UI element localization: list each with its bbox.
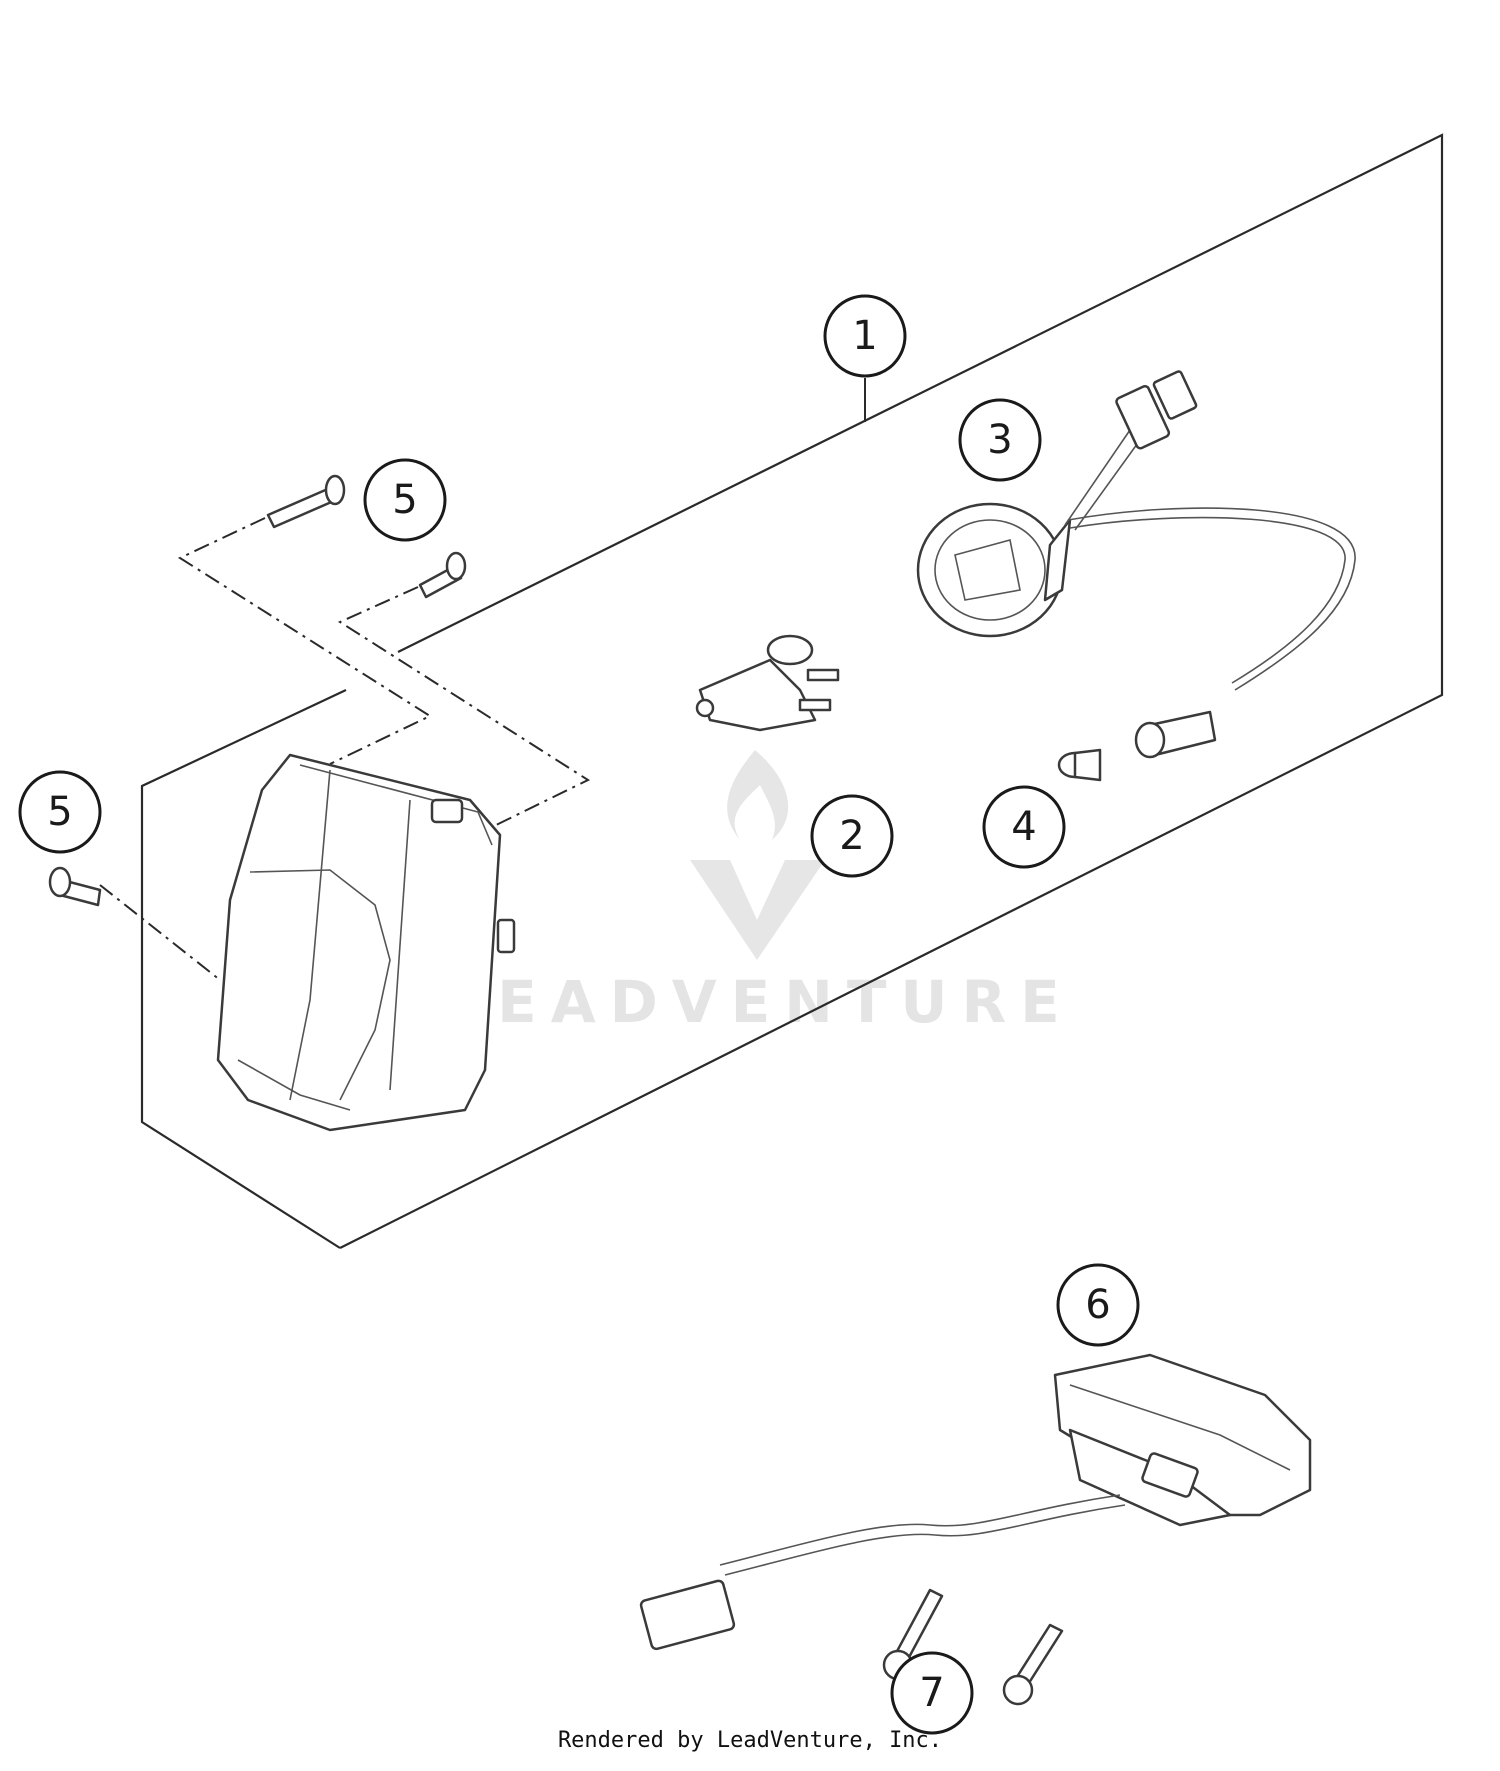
screw-7-lower <box>1002 1623 1064 1706</box>
svg-text:3: 3 <box>987 417 1012 463</box>
svg-text:5: 5 <box>47 789 72 835</box>
svg-text:6: 6 <box>1085 1282 1110 1328</box>
svg-text:5: 5 <box>392 477 417 523</box>
svg-text:7: 7 <box>919 1670 944 1716</box>
bulb-socket-harness <box>916 370 1356 691</box>
callout-5-upper: 5 <box>363 458 447 542</box>
watermark-text: LEADVENTURE <box>446 968 1074 1036</box>
bolt-axis-5c <box>99 884 221 981</box>
svg-text:1: 1 <box>852 313 877 359</box>
bolt-5-lower <box>48 866 102 907</box>
callout-6: 6 <box>1056 1263 1140 1347</box>
parking-light-socket <box>1134 710 1217 759</box>
svg-text:4: 4 <box>1011 804 1036 850</box>
bolt-axis-5a <box>177 517 433 765</box>
callout-3: 3 <box>958 398 1042 482</box>
bolt-5-middle <box>418 551 467 599</box>
svg-text:2: 2 <box>839 813 864 859</box>
callout-1: 1 <box>823 294 907 378</box>
tail-light <box>639 1353 1312 1651</box>
assembly-frame-1 <box>140 133 1444 1249</box>
parking-light-bulb <box>1057 748 1102 782</box>
watermark-logo-icon <box>690 750 825 960</box>
bolt-5-upper <box>266 474 346 529</box>
callout-7: 7 <box>890 1651 974 1735</box>
callout-5-lower: 5 <box>18 770 102 854</box>
callout-4: 4 <box>982 785 1066 869</box>
watermark: LEADVENTURE <box>446 750 1074 1036</box>
footer-credit: Rendered by LeadVenture, Inc. <box>557 1728 943 1753</box>
bolt-axis-5b <box>337 586 591 829</box>
headlight-bulb <box>695 634 840 732</box>
callout-2: 2 <box>810 794 894 878</box>
headlight-housing <box>216 753 516 1132</box>
